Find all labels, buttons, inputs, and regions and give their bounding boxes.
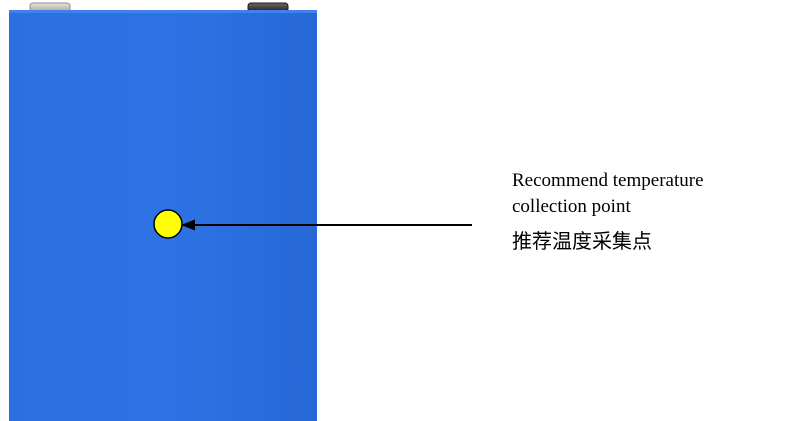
battery-cell-top-edge [9,10,317,13]
callout-label-zh: 推荐温度采集点 [512,229,652,253]
callout-label-line1: Recommend temperature [512,170,704,191]
callout-arrow [181,219,472,231]
callout-label: Recommend temperature collection point 推… [512,168,798,254]
temperature-collection-point [153,209,183,239]
callout-label-line2: collection point [512,196,631,217]
